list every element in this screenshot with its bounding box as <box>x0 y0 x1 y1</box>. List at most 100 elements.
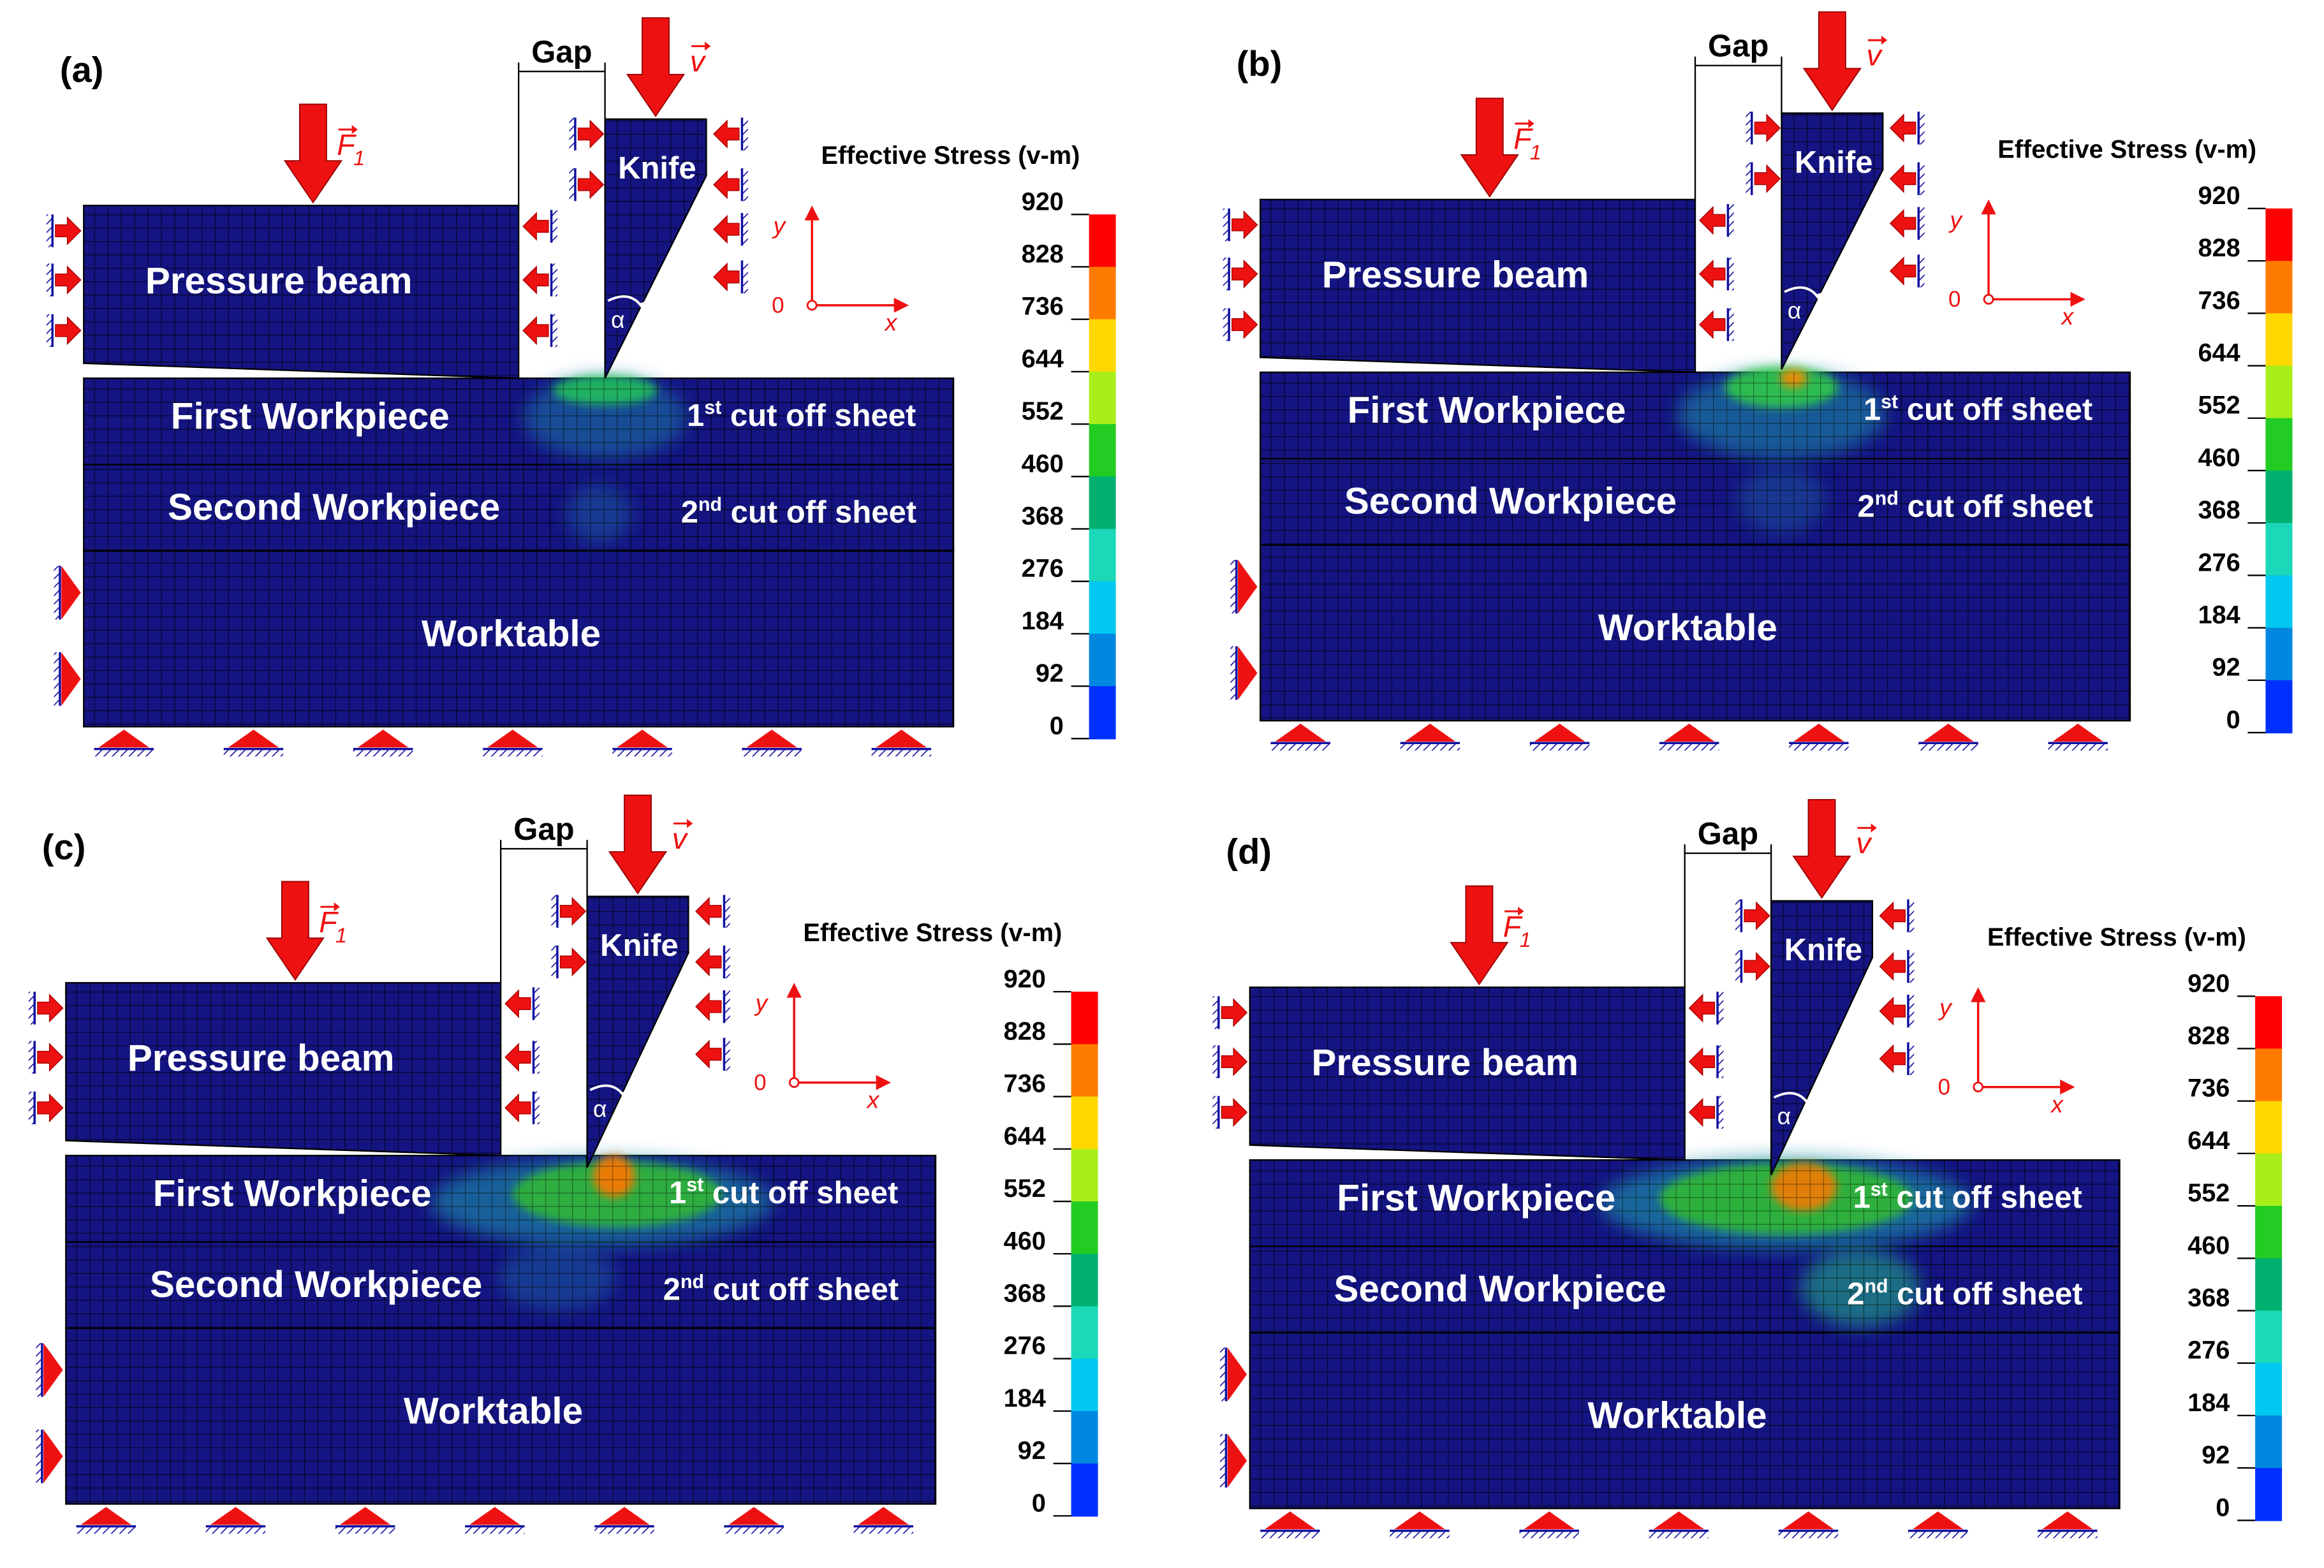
legend-tick-1: 828 <box>1004 1017 1046 1045</box>
worktable-support-bottom-6 <box>2042 1511 2093 1530</box>
worktable-support-bottom-2 <box>357 729 409 748</box>
worktable-support-side-1-hatch <box>1230 646 1237 700</box>
beam-support-right-0-hatch <box>533 987 540 1020</box>
axis-y-head <box>786 983 802 998</box>
first-cut-off-sheet-label-num: 1 <box>1853 1180 1871 1215</box>
contour-mesh <box>429 1155 787 1329</box>
velocity-arrow <box>1802 11 1862 112</box>
knife-support-left-1-hatch <box>551 945 557 979</box>
alpha-arc-head <box>1804 1097 1814 1110</box>
force-arrow <box>1460 98 1519 198</box>
worktable-support-bottom-2-hatch <box>1529 743 1590 751</box>
knife-support-right-1-hatch <box>1908 949 1915 983</box>
knife-mesh <box>1781 113 1883 370</box>
beam-support-left-2-hatch <box>28 1091 35 1125</box>
worktable-support-side-0 <box>1238 560 1258 614</box>
legend-swatch-4 <box>2265 418 2293 472</box>
beam-support-left-2-hatch <box>1212 1095 1219 1129</box>
legend-tick-3: 644 <box>2198 339 2240 367</box>
knife-support-right-2-hatch <box>742 212 748 246</box>
legend-swatch-8 <box>2255 1415 2283 1469</box>
alpha-label: α <box>1777 1103 1791 1129</box>
knife-outline <box>1770 900 1874 1175</box>
axis-origin-dot <box>1983 293 1994 305</box>
knife-support-right-1 <box>1879 951 1906 981</box>
beam-support-left-0-hatch <box>46 214 53 247</box>
legend-swatch-7 <box>1071 1358 1098 1412</box>
legend-swatch-8 <box>1089 633 1116 687</box>
knife-support-right-0-hatch <box>1918 112 1925 145</box>
stress-contours <box>447 375 805 552</box>
worktable-support-side-0 <box>1227 1347 1247 1402</box>
knife-mesh <box>1771 900 1872 1175</box>
force-label-sub: 1 <box>1519 928 1531 951</box>
worktable-support-bottom-3 <box>1663 723 1715 742</box>
legend-tick-4: 552 <box>2188 1179 2230 1207</box>
legend-swatch-5 <box>1071 1254 1098 1307</box>
worktable-support-bottom-2 <box>1534 723 1585 742</box>
worktable-support-side-0-hatch <box>54 566 60 620</box>
legend-swatch-7 <box>2265 575 2293 629</box>
worktable-support-bottom-3-hatch <box>1659 743 1719 751</box>
knife-support-right-3-hatch <box>724 1037 730 1071</box>
legend-tick-8: 184 <box>1004 1384 1046 1412</box>
beam-support-right-2 <box>522 316 549 346</box>
second-cut-off-sheet-label-sup: nd <box>698 494 722 515</box>
stress-contours <box>429 1155 787 1329</box>
beam-support-right-2-hatch <box>533 1091 540 1125</box>
knife-support-right-0 <box>695 897 722 926</box>
beam-support-right-1 <box>504 1043 531 1072</box>
worktable-support-bottom-3-hatch <box>465 1526 525 1534</box>
pressure-beam-outline <box>1259 198 1696 374</box>
worktable-mesh <box>1249 1333 2120 1509</box>
second-cut-off-sheet-label: 2nd cut off sheet <box>1847 1276 2082 1312</box>
pressure-beam-mesh <box>1249 987 1685 1161</box>
legend-swatch-6 <box>1089 529 1116 582</box>
legend-swatch-1 <box>1089 267 1116 320</box>
velocity-arrow <box>608 795 668 895</box>
legend-swatch-1 <box>2255 1048 2283 1102</box>
second-cut-off-sheet-label-num: 2 <box>681 495 698 530</box>
velocity-label: v <box>672 822 689 855</box>
beam-support-right-1 <box>1688 1047 1716 1076</box>
worktable-support-bottom-5 <box>728 1507 779 1525</box>
force-label-vec-head <box>334 902 340 912</box>
second-cut-off-sheet-label: 2nd cut off sheet <box>681 494 916 530</box>
beam-support-right-0-hatch <box>1728 203 1734 237</box>
axis-origin-label: 0 <box>1948 287 1960 312</box>
gap-label: Gap <box>1708 29 1769 64</box>
legend-swatch-3 <box>2255 1153 2283 1207</box>
knife-support-left-1 <box>1744 951 1770 981</box>
worktable-support-side-1 <box>1238 646 1258 700</box>
knife-support-right-1 <box>713 170 740 200</box>
beam-support-right-0-hatch <box>551 210 557 243</box>
beam-support-left-1-hatch <box>28 1041 35 1074</box>
beam-support-left-0-hatch <box>1212 996 1219 1029</box>
beam-support-left-1 <box>1221 1047 1248 1076</box>
worktable-support-bottom-0-hatch <box>76 1526 136 1534</box>
beam-support-right-1-hatch <box>1717 1045 1724 1078</box>
worktable-support-bottom-3-hatch <box>483 749 543 757</box>
legend-swatch-6 <box>2265 523 2293 576</box>
legend-tick-2: 736 <box>2188 1074 2230 1103</box>
legend-tick-7: 276 <box>2188 1337 2230 1365</box>
legend-tick-2: 736 <box>1022 293 1064 321</box>
worktable-support-side-0-hatch <box>1220 1347 1226 1402</box>
first-cut-off-sheet-label-sup: st <box>1871 1179 1888 1200</box>
first-cut-off-sheet-label-rest: cut off sheet <box>703 1176 898 1210</box>
worktable-support-bottom-2-hatch <box>1519 1530 1579 1539</box>
legend-swatch-2 <box>1071 1096 1098 1150</box>
beam-support-right-2-hatch <box>1728 308 1734 341</box>
worktable-support-bottom-2 <box>1524 1511 1575 1530</box>
first-workpiece-label: First Workpiece <box>153 1173 432 1215</box>
legend-tick-3: 644 <box>2188 1127 2230 1155</box>
worktable-support-bottom-1 <box>1394 1511 1445 1530</box>
beam-support-left-1 <box>1232 259 1258 289</box>
beam-support-right-1 <box>522 265 549 295</box>
worktable-support-side-1-hatch <box>54 652 60 706</box>
alpha-label: α <box>611 306 625 333</box>
alpha-label: α <box>1788 297 1802 324</box>
axis-x-label: x <box>884 309 898 335</box>
